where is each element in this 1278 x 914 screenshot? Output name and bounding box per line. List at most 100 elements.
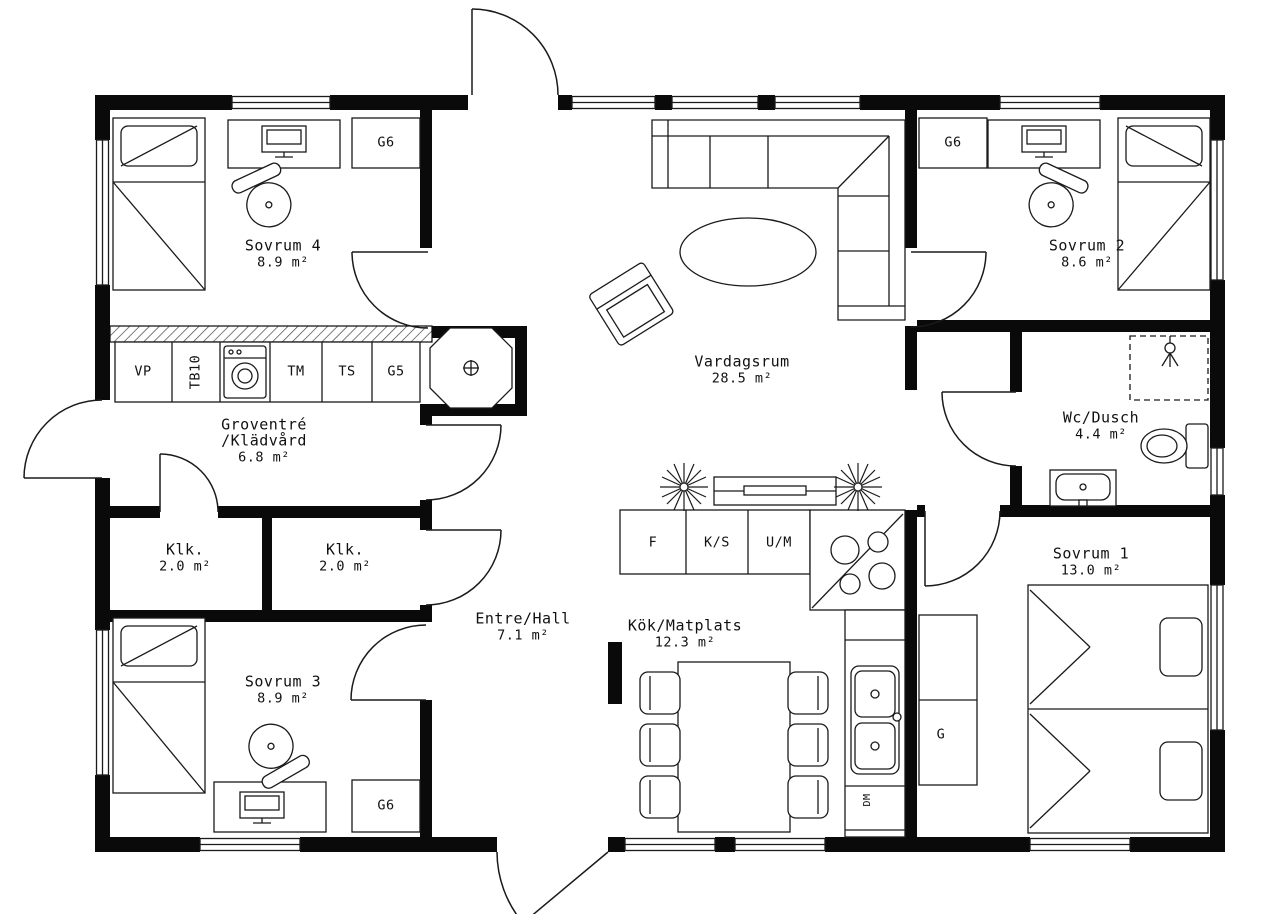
room-area-sovrum1: 13.0 m²: [1060, 562, 1122, 579]
door-sovrum4: [351, 251, 429, 329]
door-sovrum3: [350, 624, 427, 701]
window-vardagsrum-3: [774, 95, 861, 110]
label-tm: TM: [287, 363, 305, 380]
dining-chairs: [639, 671, 829, 819]
window-kok-2: [734, 837, 826, 852]
coffee-table: [679, 217, 817, 287]
room-area-sovrum3: 8.9 m²: [257, 690, 309, 707]
room-label-groventre2: /Klädvård: [221, 431, 307, 450]
sovrum3-bed: [112, 617, 206, 794]
sovrum4-closet-g6: [351, 117, 421, 169]
exterior-walls: [95, 95, 1225, 852]
room-label-kok: Kök/Matplats: [627, 616, 743, 635]
installation-wall-hatched: [109, 325, 433, 343]
room-area-vardagsrum: 28.5 m²: [711, 370, 773, 387]
utility-cabinets: [114, 341, 421, 403]
sovrum2-closet-g6: [918, 117, 988, 169]
window-wc-right: [1210, 447, 1224, 496]
room-label-sovrum3: Sovrum 3: [244, 672, 322, 691]
room-label-klk2: Klk.: [325, 540, 365, 559]
label-um: U/M: [766, 534, 792, 551]
sovrum2-chair: [1028, 162, 1089, 228]
label-g5: G5: [387, 363, 405, 380]
sovrum1-furniture: [918, 584, 1209, 834]
room-label-sovrum2: Sovrum 2: [1048, 236, 1126, 255]
label-fridge-f: F: [648, 534, 658, 551]
room-label-vardagsrum: Vardagsrum: [694, 352, 790, 371]
window-sovrum4-left: [95, 139, 110, 286]
label-wardrobe-g: G: [936, 726, 946, 743]
room-area-wc: 4.4 m²: [1075, 426, 1127, 443]
label-g6-sovrum3: G6: [377, 797, 395, 814]
sovrum4-desk: [227, 119, 341, 169]
room-label-sovrum1: Sovrum 1: [1052, 544, 1130, 563]
corner-sofa: [651, 119, 906, 321]
sovrum1-double-bed: [1027, 584, 1209, 834]
door-klk2: [425, 529, 502, 606]
interior-walls: [110, 110, 1210, 837]
window-kok-1: [624, 837, 716, 852]
window-vardagsrum-1: [571, 95, 656, 110]
door-groventre-exterior: [23, 399, 103, 479]
sovrum4-bed: [112, 117, 206, 291]
sovrum3-desk: [213, 781, 327, 833]
room-area-sovrum2: 8.6 m²: [1061, 254, 1113, 271]
label-tb10: TB10: [187, 354, 204, 390]
label-ks: K/S: [704, 534, 730, 551]
window-sovrum1-bottom: [1029, 837, 1131, 852]
plant-left: [660, 463, 708, 511]
sovrum3-closet-g6: [351, 779, 421, 833]
window-sovrum4-top: [231, 95, 331, 110]
room-area-entre: 7.1 m²: [497, 627, 549, 644]
window-sovrum3-bottom: [199, 837, 301, 852]
plant-right: [834, 463, 882, 511]
room-label-klk1: Klk.: [165, 540, 205, 559]
dining-table: [677, 661, 791, 833]
window-sovrum1-right: [1210, 584, 1224, 731]
label-vp: VP: [134, 363, 152, 380]
toilet: [1140, 423, 1209, 469]
sovrum2-furniture: [918, 117, 1211, 291]
kitchen-casework: [619, 476, 906, 838]
wc-sink: [1049, 469, 1117, 507]
room-area-klk2: 2.0 m²: [319, 558, 371, 575]
kitchen-sink-counter: [844, 609, 906, 838]
sovrum4-chair: [231, 162, 292, 228]
sovrum1-wardrobe-g: [918, 614, 978, 786]
window-vardagsrum-2: [671, 95, 759, 110]
door-main-entrance: [471, 8, 559, 96]
label-g6-sovrum2: G6: [944, 134, 962, 151]
door-klk1: [159, 453, 219, 513]
door-wc: [941, 391, 1017, 467]
window-sovrum2-right: [1210, 139, 1224, 281]
shower-cabin: [429, 327, 513, 409]
kitchen-counter-top-row: [619, 509, 811, 575]
room-label-wc: Wc/Dusch: [1062, 408, 1140, 427]
window-sovrum2-top: [999, 95, 1101, 110]
sovrum3-chair: [248, 723, 310, 789]
label-ts: TS: [338, 363, 356, 380]
room-label-groventre: Groventré: [221, 415, 307, 434]
door-groventre-hall: [425, 424, 502, 501]
room-label-entre: Entre/Hall: [475, 609, 571, 628]
door-sovrum1: [924, 510, 1001, 587]
wc-fixtures: [1049, 335, 1209, 507]
room-area-groventre: 6.8 m²: [238, 449, 290, 466]
label-g6-sovrum4: G6: [377, 134, 395, 151]
sovrum2-desk: [987, 119, 1101, 169]
room-area-kok: 12.3 m²: [654, 634, 716, 651]
doors: [23, 8, 1017, 914]
vardagsrum-furniture: [589, 119, 906, 346]
room-area-klk1: 2.0 m²: [159, 558, 211, 575]
room-area-sovrum4: 8.9 m²: [257, 254, 309, 271]
window-sovrum3-left: [95, 629, 110, 776]
sovrum4-furniture: [112, 117, 421, 291]
sideboard: [713, 476, 837, 506]
wc-shower-area: [1129, 335, 1209, 401]
windows: [95, 95, 1224, 852]
sovrum2-bed: [1117, 117, 1211, 291]
armchair: [589, 262, 674, 346]
room-label-sovrum4: Sovrum 4: [244, 236, 322, 255]
door-sovrum2: [910, 251, 987, 328]
